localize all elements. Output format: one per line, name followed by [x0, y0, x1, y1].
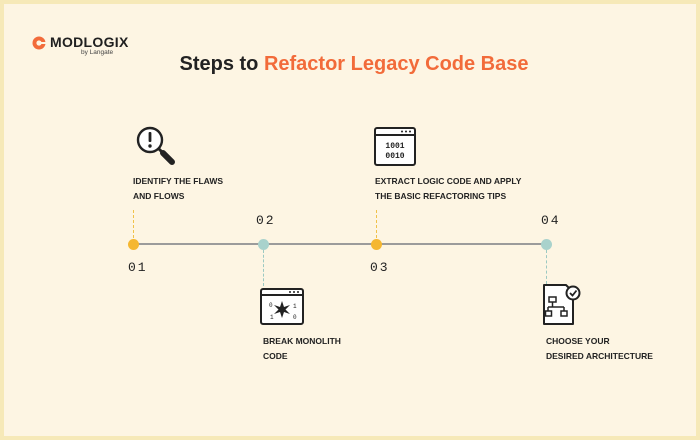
step-3-number: 03 — [370, 260, 390, 275]
svg-text:0: 0 — [269, 302, 273, 309]
binary-line-2: 0010 — [385, 152, 404, 161]
svg-text:1: 1 — [293, 303, 297, 310]
step-4-label: CHOOSE YOUR DESIRED ARCHITECTURE — [546, 334, 653, 364]
architecture-doc-icon — [543, 284, 581, 325]
step-4-label-line2: DESIRED ARCHITECTURE — [546, 351, 653, 361]
step-3-label-line2: THE BASIC REFACTORING TIPS — [375, 191, 507, 201]
step-4-marker — [541, 239, 552, 250]
title-plain: Steps to — [179, 53, 264, 75]
page-title: Steps to Refactor Legacy Code Base — [4, 53, 700, 76]
binary-line-1: 1001 — [385, 142, 404, 151]
magnifier-alert-icon — [136, 126, 175, 165]
step-3-marker — [371, 239, 382, 250]
logo-subtitle: by Langate — [81, 49, 114, 56]
svg-text:0: 0 — [293, 314, 297, 321]
step-4-label-line1: CHOOSE YOUR — [546, 336, 610, 346]
step-1-label: IDENTIFY THE FLAWS AND FLOWS — [133, 174, 223, 204]
timeline-line — [132, 243, 546, 245]
step-3-label-line1: EXTRACT LOGIC CODE AND APPLY — [375, 176, 522, 186]
step-2-marker — [258, 239, 269, 250]
logo-mark-icon — [32, 36, 46, 50]
step-1-label-line1: IDENTIFY THE FLAWS — [133, 176, 224, 186]
step-2-label-line2: CODE — [263, 351, 288, 361]
svg-text:1: 1 — [270, 314, 274, 321]
step-1-label-line2: AND FLOWS — [133, 191, 185, 201]
step-2-label: BREAK MONOLITH CODE — [263, 334, 341, 364]
browser-burst-icon: 0 1 1 0 — [260, 288, 304, 325]
logo-name: MODLOGIX — [50, 34, 129, 50]
step-1-number: 01 — [128, 260, 148, 275]
step-1-marker — [128, 239, 139, 250]
step-2-connector — [263, 250, 264, 286]
step-4-number: 04 — [541, 213, 561, 228]
title-accent: Refactor Legacy Code Base — [263, 53, 529, 75]
step-2-number: 02 — [256, 213, 276, 228]
step-3-label: EXTRACT LOGIC CODE AND APPLY THE BASIC R… — [375, 174, 521, 204]
step-4-connector — [546, 250, 547, 284]
step-3-connector — [376, 210, 377, 238]
binary-window-icon: 1001 0010 — [374, 127, 416, 166]
step-1-connector — [133, 210, 134, 238]
step-2-label-line1: BREAK MONOLITH — [263, 336, 341, 346]
